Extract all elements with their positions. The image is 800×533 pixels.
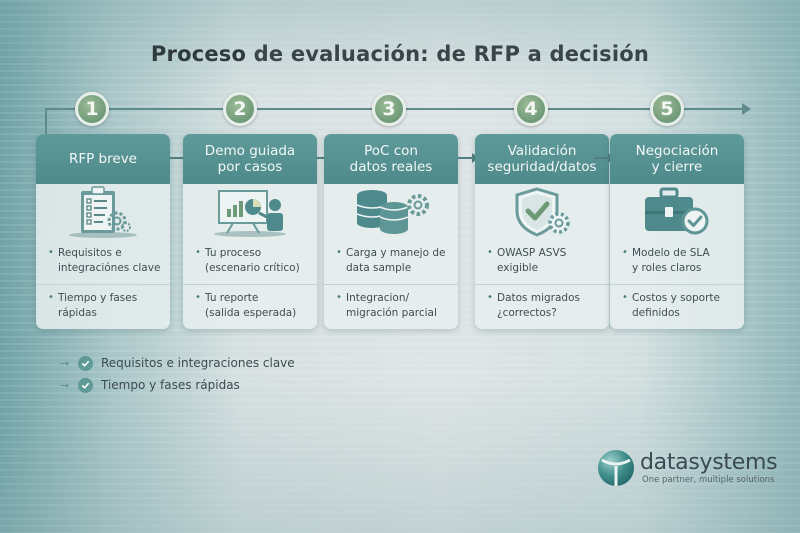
summary-item: → Requisitos e integraciones clave [60, 352, 295, 374]
card-title: Validación [507, 143, 577, 159]
bullet-item: • Integracion/migración parcial [324, 284, 458, 328]
datasystems-logo: datasystems One partner, multiple soluti… [596, 448, 778, 488]
bullet-item: • Datos migrados¿correctos? [475, 284, 609, 328]
card-header: Validación seguridad/datos [475, 134, 609, 184]
card-title: por casos [217, 159, 283, 175]
card-header: PoC con datos reales [324, 134, 458, 184]
logo-globe-icon [598, 450, 634, 486]
logo-tagline: One partner, multiple solutions [642, 475, 775, 485]
bullet-dot-icon: • [622, 247, 628, 258]
timeline-arrow-icon [742, 103, 751, 115]
step-number-2: 2 [223, 92, 257, 126]
step-card-poc: PoC con datos reales • Carga y manejo de… [324, 134, 458, 329]
card-title: Demo guiada [204, 143, 296, 159]
arrow-right-icon: → [60, 356, 70, 370]
step-number-5: 5 [650, 92, 684, 126]
check-circle-icon [78, 355, 93, 371]
step-number-1: 1 [75, 92, 109, 126]
summary-text: Tiempo y fases rápidas [101, 378, 240, 392]
bullet-dot-icon: • [487, 292, 493, 303]
card-title: seguridad/datos [487, 159, 597, 175]
bullet-item: • Tu reporte(salida esperada) [183, 284, 317, 328]
summary-item: → Tiempo y fases rápidas [60, 374, 295, 396]
step-number-3: 3 [372, 92, 406, 126]
card-header: Negociación y cierre [610, 134, 744, 184]
summary-list: → Requisitos e integraciones clave → Tie… [60, 352, 295, 396]
check-circle-icon [78, 377, 93, 393]
step-card-demo: Demo guiada por casos • Tu proceso(escen… [183, 134, 317, 329]
bullet-dot-icon: • [336, 292, 342, 303]
connector-arrow-icon [594, 153, 615, 163]
summary-text: Requisitos e integraciones clave [101, 356, 295, 370]
connector-arrow-icon [458, 153, 479, 163]
bullet-dot-icon: • [48, 292, 54, 303]
bullet-dot-icon: • [48, 247, 54, 258]
bullet-dot-icon: • [487, 247, 493, 258]
card-header: RFP breve [36, 134, 170, 184]
arrow-right-icon: → [60, 378, 70, 392]
bullet-dot-icon: • [195, 292, 201, 303]
card-title: datos reales [349, 159, 433, 175]
clipboard-checklist-gear-icon [36, 184, 170, 240]
step-number-4: 4 [514, 92, 548, 126]
timeline-left-connector [45, 108, 47, 136]
briefcase-check-icon [610, 184, 744, 240]
page-title: Proceso de evaluación: de RFP a decisión [150, 42, 650, 66]
card-title: Negociación [635, 143, 719, 159]
card-title: RFP breve [68, 151, 137, 167]
bullet-dot-icon: • [622, 292, 628, 303]
card-title: PoC con [364, 143, 418, 159]
bullet-dot-icon: • [195, 247, 201, 258]
logo-name: datasystems [640, 450, 778, 475]
database-gear-icon [324, 184, 458, 240]
card-title: y cierre [651, 159, 703, 175]
presentation-board-icon [183, 184, 317, 240]
bullet-dot-icon: • [336, 247, 342, 258]
shield-check-gear-icon [475, 184, 609, 240]
card-header: Demo guiada por casos [183, 134, 317, 184]
bullet-item: • Tu proceso(escenario crítico) [183, 240, 317, 284]
